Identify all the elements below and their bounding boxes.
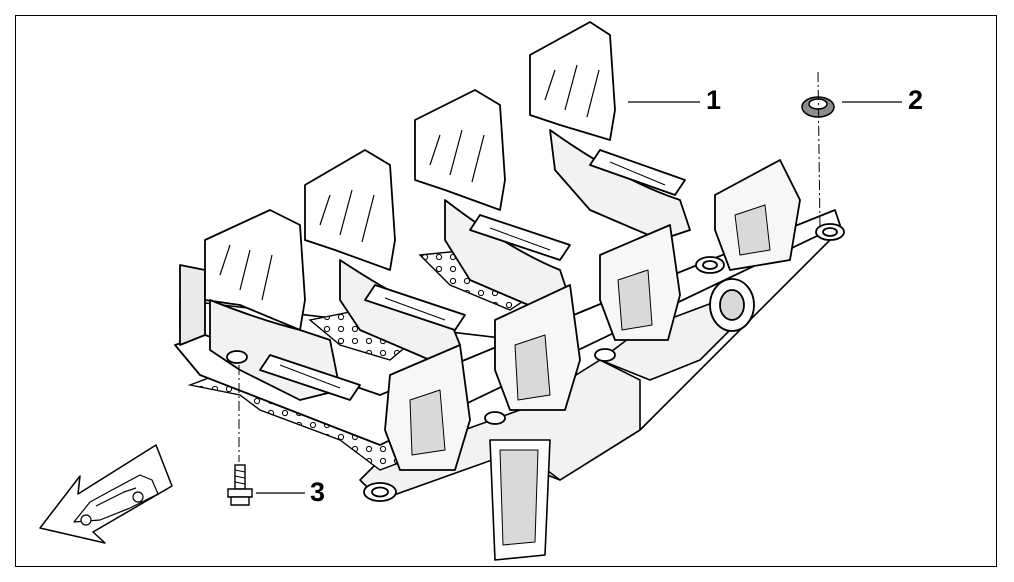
callout-2: 2 <box>908 85 924 115</box>
bearing-ladder-frame <box>174 21 845 502</box>
callout-leaders <box>256 101 902 494</box>
car-icon <box>73 474 159 526</box>
front-direction-arrow-icon <box>39 444 173 544</box>
bolt <box>227 464 253 506</box>
callout-1: 1 <box>706 85 722 115</box>
assembly-axis-lines <box>238 71 821 462</box>
callout-3: 3 <box>310 477 326 507</box>
